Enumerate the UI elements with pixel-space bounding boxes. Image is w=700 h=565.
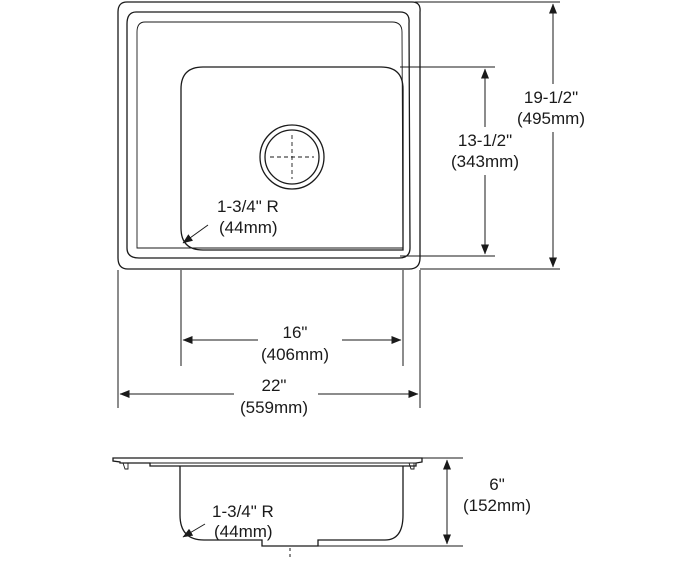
side-corner-radius-metric: (44mm) [214,522,273,541]
side-corner-radius-callout: 1-3/4" R (44mm) [182,502,274,541]
side-extension-lines [289,457,463,560]
corner-radius-imperial: 1-3/4" R [217,197,279,216]
sink-inner-rim [126,11,411,259]
bowl-depth-imperial: 13-1/2" [458,131,512,150]
overall-width-imperial: 22" [262,376,287,395]
bowl-height-imperial: 6" [489,475,505,494]
bowl-width-imperial: 16" [283,323,308,342]
overall-depth-imperial: 19-1/2" [524,88,578,107]
corner-radius-metric: (44mm) [219,218,278,237]
overall-width-dimension: 22" (559mm) [119,376,419,418]
bowl-depth-metric: (343mm) [451,152,519,171]
drain-icon [259,124,325,190]
side-clip-left [122,462,129,470]
bowl-width-dimension: 16" (406mm) [182,323,402,365]
extension-lines [117,1,560,408]
corner-radius-callout: 1-3/4" R (44mm) [182,197,279,244]
bowl-depth-dimension: 13-1/2" (343mm) [449,68,521,255]
overall-width-metric: (559mm) [240,398,308,417]
sink-top-view [117,1,421,270]
sink-bowl [180,66,404,251]
overall-depth-dimension: 19-1/2" (495mm) [516,3,588,268]
overall-depth-metric: (495mm) [517,109,585,128]
sink-side-view [112,457,423,547]
bowl-width-metric: (406mm) [261,345,329,364]
sink-outer-rim [117,1,421,270]
bowl-height-dimension: 6" (152mm) [443,459,531,545]
bowl-height-metric: (152mm) [463,496,531,515]
side-clip-right [408,462,415,470]
side-rim [112,457,423,467]
side-corner-radius-imperial: 1-3/4" R [212,502,274,521]
